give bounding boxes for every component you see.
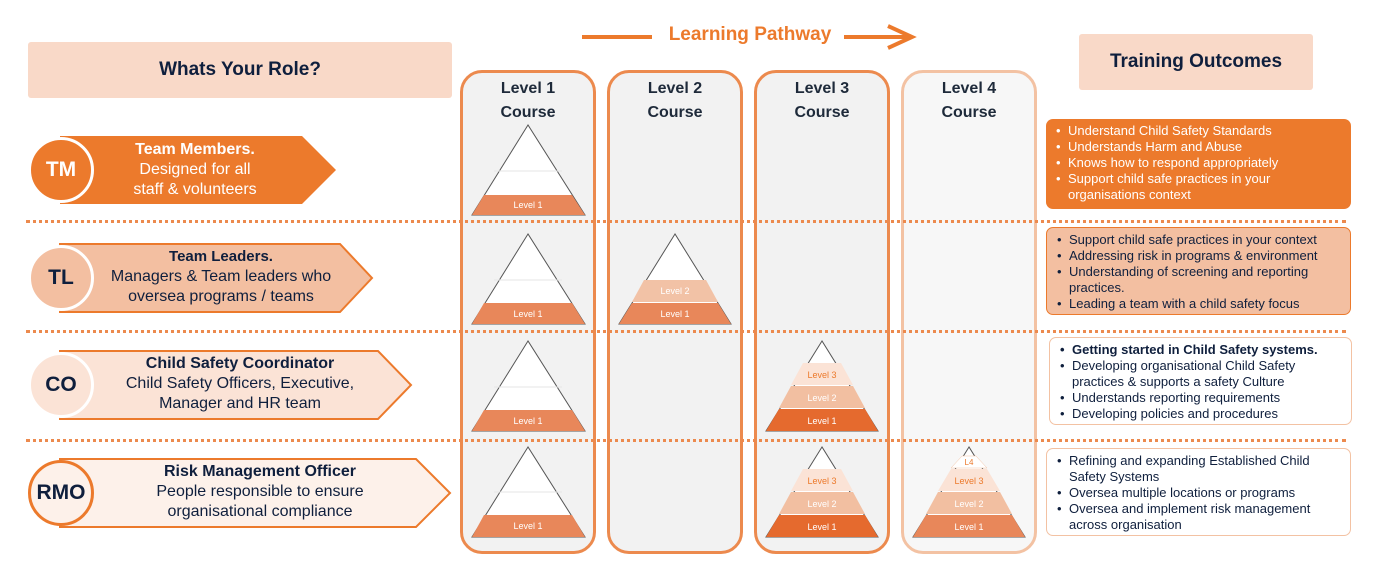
outcome-tm-item: Knows how to respond appropriately	[1056, 155, 1343, 171]
role-co-title: Child Safety Coordinator	[145, 355, 335, 372]
outcomes-header: Training Outcomes	[1079, 34, 1313, 90]
pyr-co-l1b-label: Level 1	[807, 416, 836, 426]
outcome-co-item: Understands reporting requirements	[1060, 390, 1343, 406]
pyr-tl-l1b-label: Level 1	[660, 309, 689, 319]
pyr-tl-l1-label: Level 1	[513, 309, 542, 319]
outcome-co-item: Getting started in Child Safety systems.	[1060, 342, 1343, 358]
level-1-title: Level 1	[500, 80, 556, 97]
role-tl-desc2: oversea programs / teams	[128, 288, 314, 305]
outcome-rmo-item: Oversea multiple locations or programs	[1057, 485, 1342, 501]
pyr-rmo-l2-label: Level 2	[807, 499, 836, 509]
pyr-co-l1-label: Level 1	[513, 416, 542, 426]
level-2-subtitle: Course	[647, 104, 703, 121]
role-co-text: Child Safety Coordinator Child Safety Of…	[100, 354, 380, 414]
role-tm-text: Team Members. Designed for all staff & v…	[100, 140, 290, 200]
outcome-tl-item: Support child safe practices in your con…	[1057, 232, 1342, 248]
outcome-tm-item: Understands Harm and Abuse	[1056, 139, 1343, 155]
outcome-co-item: Developing organisational Child Safety p…	[1060, 358, 1343, 390]
level-3-title: Level 3	[794, 80, 850, 97]
pyr-rmo-l1b-label: Level 1	[807, 522, 836, 532]
outcome-tl-item: Addressing risk in programs & environmen…	[1057, 248, 1342, 264]
outcome-rmo: Refining and expanding Established Child…	[1046, 448, 1351, 536]
role-tm-chevron	[60, 136, 336, 204]
outcome-tl: Support child safe practices in your con…	[1046, 227, 1351, 315]
pyramid-rmo-level3: Level 3 Level 2 Level 1	[765, 446, 879, 538]
role-co-desc1: Child Safety Officers, Executive,	[125, 375, 355, 392]
row-separator	[26, 220, 1346, 223]
role-tl-desc1: Managers & Team leaders who	[110, 268, 332, 285]
pyr-tl-l2-label: Level 2	[660, 286, 689, 296]
role-header: Whats Your Role?	[28, 42, 452, 98]
role-tm-desc1: Designed for all	[139, 161, 251, 178]
pyramid-rmo-level1: Level 1	[471, 446, 586, 538]
pyr-rmo4-l2-label: Level 2	[954, 499, 983, 509]
role-rmo-title: Risk Management Officer	[163, 463, 357, 480]
pyr-rmo-l1-label: Level 1	[513, 521, 542, 531]
outcome-tm: Understand Child Safety Standards Unders…	[1046, 119, 1351, 209]
role-rmo-desc1: People responsible to ensure	[156, 483, 364, 500]
pyr-co-l3-label: Level 3	[807, 370, 836, 380]
level-4-title: Level 4	[941, 80, 997, 97]
role-rmo-badge: RMO	[28, 460, 94, 526]
row-separator	[26, 330, 1346, 333]
role-tm-badge: TM	[28, 137, 94, 203]
outcome-tm-item: Support child safe practices in your org…	[1056, 171, 1343, 203]
role-rmo-text: Risk Management Officer People responsib…	[110, 462, 410, 522]
outcome-tl-item: Understanding of screening and reporting…	[1057, 264, 1342, 296]
role-tm-title: Team Members.	[135, 141, 255, 158]
pyramid-rmo-level4: L4 Level 3 Level 2 Level 1	[912, 446, 1026, 538]
pyr-co-l2-label: Level 2	[807, 393, 836, 403]
level-4-subtitle: Course	[941, 104, 997, 121]
pyramid-tl-level1: Level 1	[471, 233, 586, 325]
pyramid-tm-level1: Level 1	[471, 124, 586, 216]
outcome-co-item: Developing policies and procedures	[1060, 406, 1343, 422]
outcome-tl-item: Leading a team with a child safety focus	[1057, 296, 1342, 312]
pyramid-tl-level2: Level 2 Level 1	[618, 233, 732, 325]
role-tm-desc2: staff & volunteers	[133, 181, 257, 198]
outcome-rmo-item: Refining and expanding Established Child…	[1057, 453, 1342, 485]
outcome-tm-item: Understand Child Safety Standards	[1056, 123, 1343, 139]
role-tl-badge: TL	[28, 245, 94, 311]
pyramid-co-level3: Level 3 Level 2 Level 1	[765, 340, 879, 432]
level-1-subtitle: Course	[500, 104, 556, 121]
pyr-tm-l1-label: Level 1	[513, 200, 542, 210]
pyr-rmo4-l3-label: Level 3	[954, 476, 983, 486]
level-2-title: Level 2	[647, 80, 703, 97]
outcome-co: Getting started in Child Safety systems.…	[1049, 337, 1352, 425]
role-tl-text: Team Leaders. Managers & Team leaders wh…	[96, 247, 346, 307]
role-co-desc2: Manager and HR team	[159, 395, 321, 412]
outcome-rmo-item: Oversea and implement risk management ac…	[1057, 501, 1342, 533]
pyramid-co-level1: Level 1	[471, 340, 586, 432]
pyr-rmo4-l1-label: Level 1	[954, 522, 983, 532]
level-3-subtitle: Course	[794, 104, 850, 121]
pathway-arrow-icon	[582, 24, 917, 50]
role-co-badge: CO	[28, 352, 94, 418]
pyr-rmo-l4-label: L4	[965, 458, 974, 467]
pyr-rmo-l3-label: Level 3	[807, 476, 836, 486]
role-tl-title: Team Leaders.	[169, 248, 273, 265]
row-separator	[26, 439, 1346, 442]
pathway-label: Learning Pathway	[668, 24, 832, 45]
role-rmo-desc2: organisational compliance	[167, 503, 353, 520]
